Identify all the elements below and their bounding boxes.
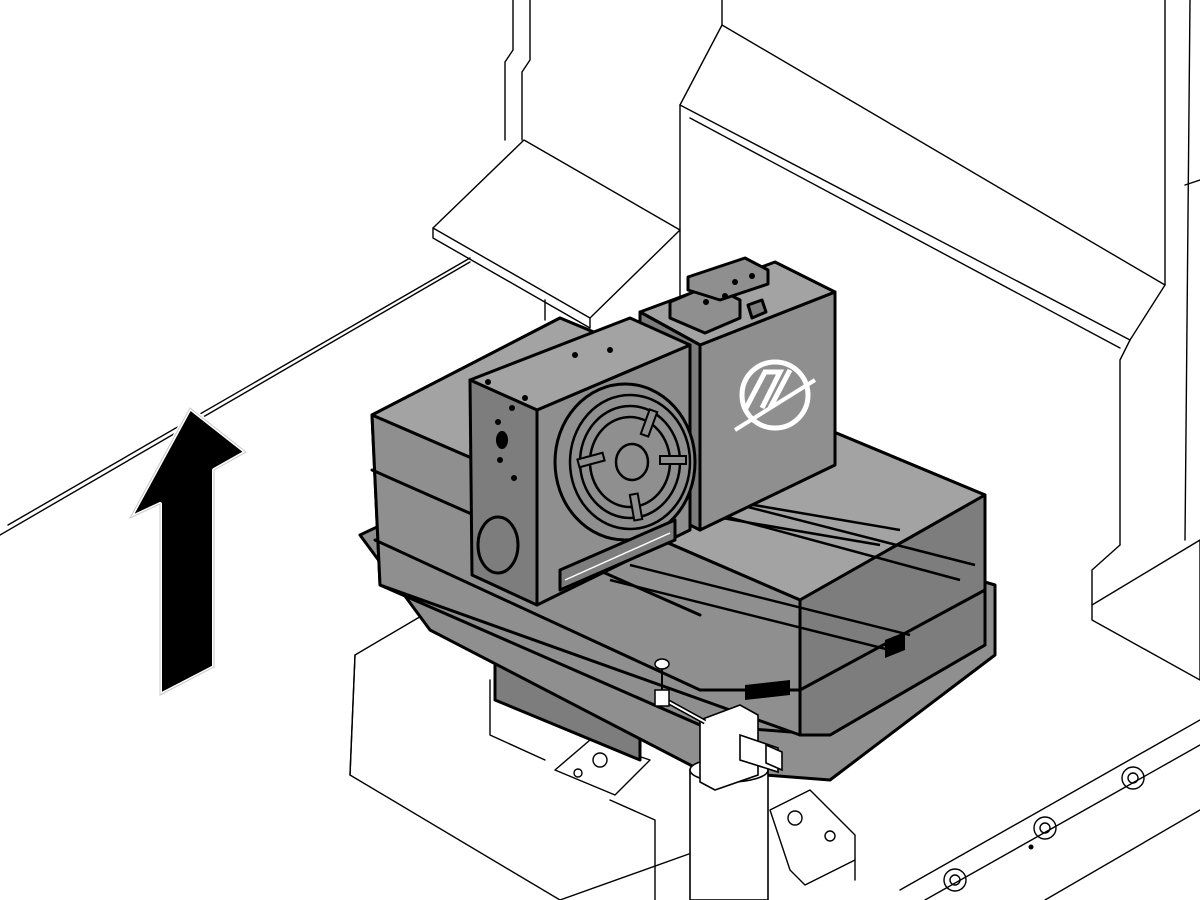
saddle-recess bbox=[489, 679, 546, 761]
enclosure-left-floor-edge-inner bbox=[7, 257, 471, 526]
side-port-1 bbox=[496, 431, 508, 449]
enclosure-column-top-face bbox=[679, 24, 1166, 341]
faceplate-base-lip bbox=[558, 518, 677, 592]
rotary-top-bracket-2 bbox=[686, 256, 770, 302]
t-slot-3 bbox=[719, 513, 961, 582]
brand-logo-stroke-1 bbox=[742, 369, 785, 412]
rotary-top-hole-4 bbox=[522, 395, 528, 401]
enclosure-bolt-3-inner bbox=[1127, 772, 1139, 784]
faceplate-base-lip-highlight bbox=[564, 532, 671, 581]
up-arrow-outline bbox=[128, 407, 247, 696]
t-slot-2 bbox=[609, 578, 891, 652]
brand-logo-ring bbox=[739, 359, 811, 431]
rotary-top-hole-3 bbox=[485, 379, 491, 385]
enclosure-shelf-edge bbox=[432, 227, 591, 329]
rotary-faceplate bbox=[553, 382, 697, 542]
enclosure-column-right-edge bbox=[1119, 339, 1131, 546]
table-layer-2 bbox=[373, 538, 702, 692]
side-hole-4 bbox=[511, 475, 517, 481]
indicator-clamp-screw-head bbox=[765, 743, 783, 772]
up-arrow bbox=[128, 406, 248, 697]
enclosure-shelf bbox=[432, 139, 681, 319]
enclosure-rail-3 bbox=[1044, 809, 1200, 900]
saddle-clamp-right-hole-2 bbox=[824, 830, 836, 842]
saddle-lower-edge bbox=[609, 799, 656, 900]
side-hole-2 bbox=[495, 419, 501, 425]
rotary-top-hole-1 bbox=[572, 352, 578, 358]
enclosure-bolt-3 bbox=[1121, 766, 1145, 790]
bracket-bolt-1 bbox=[703, 299, 709, 305]
rotary-top-hole-2 bbox=[607, 347, 613, 353]
t-slot-3b bbox=[739, 503, 976, 567]
side-hole-1 bbox=[509, 405, 515, 411]
bracket-bolt-2 bbox=[722, 293, 728, 299]
side-hole-3 bbox=[497, 457, 503, 463]
faceplate-t-slot-1 bbox=[639, 408, 659, 438]
dial-indicator-stand bbox=[654, 658, 783, 900]
saddle-clamp-left-hole-2 bbox=[573, 768, 583, 778]
enclosure-right-post-2 bbox=[1184, 0, 1191, 541]
saddle-clamp-right bbox=[769, 789, 856, 886]
saddle-clamp-left-hole bbox=[592, 752, 608, 768]
enclosure-post-left bbox=[504, 0, 514, 141]
bracket-valve bbox=[746, 298, 768, 320]
indicator-tip bbox=[654, 658, 670, 670]
indicator-column bbox=[689, 769, 769, 900]
enclosure-right-block bbox=[1091, 539, 1200, 681]
enclosure-column-edge bbox=[679, 104, 1131, 341]
faceplate-t-slot-3 bbox=[628, 492, 644, 522]
enclosure-post-right bbox=[521, 0, 531, 141]
t-slot-end-1 bbox=[885, 632, 905, 658]
brand-logo-stroke-2 bbox=[767, 368, 793, 410]
t-slot-2b bbox=[629, 563, 911, 637]
rotary-unit bbox=[468, 256, 837, 607]
bracket-bolt-4 bbox=[749, 273, 755, 279]
indicator-arm-highlight bbox=[664, 699, 706, 723]
enclosure-bolt-2-inner bbox=[1039, 822, 1051, 834]
faceplate-t-slot-2 bbox=[659, 455, 687, 465]
enclosure-bolt-1 bbox=[943, 868, 967, 892]
up-arrow-shape bbox=[128, 406, 248, 697]
faceplate-center-bore bbox=[614, 442, 650, 482]
faceplate-ring-1 bbox=[568, 393, 692, 531]
enclosure-column-edge-inner bbox=[689, 117, 1121, 349]
enclosure-right-post-tick bbox=[1184, 179, 1200, 186]
brand-logo-underline bbox=[733, 378, 817, 432]
enclosure-bolt-1-inner bbox=[949, 874, 961, 886]
indicator-joint bbox=[654, 689, 670, 707]
enclosure-left-floor-edge bbox=[0, 261, 471, 536]
indicator-clamp-block bbox=[699, 704, 759, 791]
bracket-bolt-3 bbox=[732, 279, 738, 285]
saddle-clamp-right-hole bbox=[787, 810, 803, 826]
faceplate-t-slot-4 bbox=[576, 451, 606, 469]
t-slot-end-2 bbox=[745, 680, 790, 700]
enclosure-rail-2 bbox=[924, 744, 1200, 900]
brand-logo bbox=[733, 359, 817, 432]
enclosure-pin bbox=[1028, 844, 1034, 850]
table-layer-3 bbox=[698, 588, 987, 692]
saddle-left-edge bbox=[349, 654, 356, 776]
enclosure-rail-1 bbox=[899, 719, 1200, 891]
side-end-cap bbox=[476, 515, 520, 575]
enclosure-bolt-2 bbox=[1033, 816, 1057, 840]
enclosure-right-block-edge bbox=[1091, 544, 1121, 606]
